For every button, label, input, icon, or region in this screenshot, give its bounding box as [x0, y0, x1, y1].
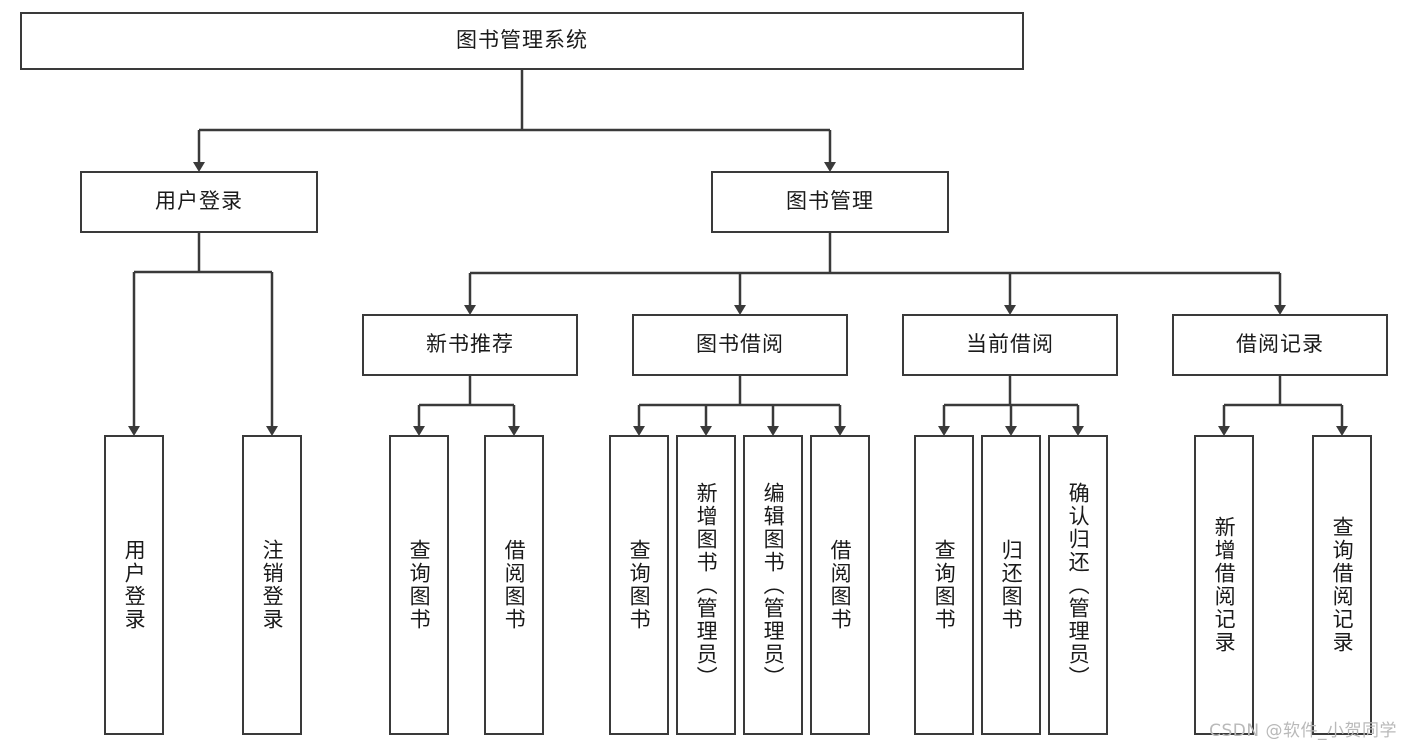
node-root[interactable]: 图书管理系统 — [20, 12, 1024, 70]
leaf-borrow-book-1[interactable]: 借阅图书 — [484, 435, 544, 735]
leaf-label: 新增借阅记录 — [1212, 516, 1237, 654]
leaf-label: 借阅图书 — [828, 539, 853, 631]
node-borrow-record[interactable]: 借阅记录 — [1172, 314, 1388, 376]
leaf-label: 编辑图书（管理员） — [761, 481, 786, 689]
node-new-book-recommend[interactable]: 新书推荐 — [362, 314, 578, 376]
leaf-label: 确认归还（管理员） — [1066, 481, 1091, 689]
leaf-label: 查询图书 — [407, 539, 432, 631]
leaf-query-book-3[interactable]: 查询图书 — [914, 435, 974, 735]
leaf-query-book-2[interactable]: 查询图书 — [609, 435, 669, 735]
leaf-label: 查询借阅记录 — [1330, 516, 1355, 654]
leaf-confirm-return-admin[interactable]: 确认归还（管理员） — [1048, 435, 1108, 735]
node-book-borrow[interactable]: 图书借阅 — [632, 314, 848, 376]
leaf-edit-book-admin[interactable]: 编辑图书（管理员） — [743, 435, 803, 735]
leaf-label: 借阅图书 — [502, 539, 527, 631]
leaf-query-borrow-record[interactable]: 查询借阅记录 — [1312, 435, 1372, 735]
leaf-user-logout[interactable]: 注销登录 — [242, 435, 302, 735]
node-book-manage[interactable]: 图书管理 — [711, 171, 949, 233]
leaf-label: 查询图书 — [627, 539, 652, 631]
node-current-borrow[interactable]: 当前借阅 — [902, 314, 1118, 376]
leaf-label: 用户登录 — [122, 539, 147, 631]
leaf-return-book[interactable]: 归还图书 — [981, 435, 1041, 735]
csdn-watermark: CSDN @软件_小贺同学 — [1209, 721, 1397, 741]
leaf-label: 归还图书 — [999, 539, 1024, 631]
node-user-login[interactable]: 用户登录 — [80, 171, 318, 233]
leaf-label: 查询图书 — [932, 539, 957, 631]
leaf-borrow-book-2[interactable]: 借阅图书 — [810, 435, 870, 735]
leaf-label: 注销登录 — [260, 539, 285, 631]
leaf-add-book-admin[interactable]: 新增图书（管理员） — [676, 435, 736, 735]
leaf-user-login[interactable]: 用户登录 — [104, 435, 164, 735]
leaf-query-book-1[interactable]: 查询图书 — [389, 435, 449, 735]
leaf-label: 新增图书（管理员） — [694, 481, 719, 689]
leaf-add-borrow-record[interactable]: 新增借阅记录 — [1194, 435, 1254, 735]
